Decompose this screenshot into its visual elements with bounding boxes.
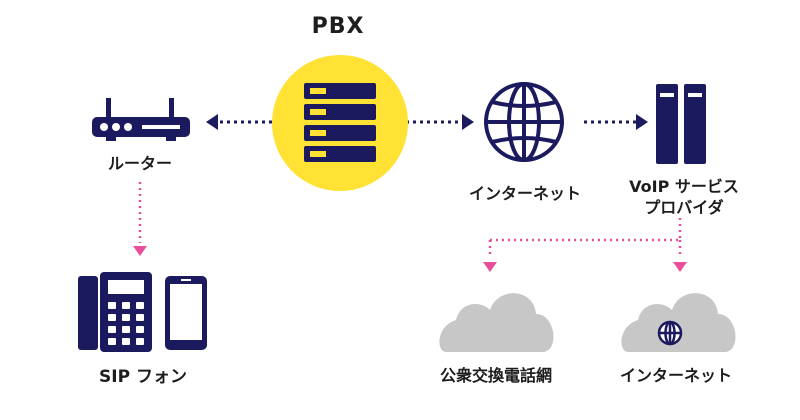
desk-phone-icon bbox=[78, 272, 152, 352]
edge-router-sipphone bbox=[133, 182, 147, 256]
smartphone-icon bbox=[165, 276, 207, 350]
edge-pbx-internet bbox=[406, 114, 474, 130]
sip-phone-label: SIP フォン bbox=[99, 367, 187, 387]
voip-provider-label: VoIP サービス プロバイダ bbox=[629, 176, 739, 218]
cloud-icon bbox=[439, 293, 554, 352]
edge-voip-branches bbox=[483, 218, 687, 272]
server-stack-icon bbox=[272, 55, 408, 191]
edge-internet-voip bbox=[584, 114, 648, 130]
voip-label-line1: VoIP サービス bbox=[629, 177, 739, 196]
server-rack-icon bbox=[656, 84, 706, 164]
pbx-title: PBX bbox=[311, 14, 365, 39]
pstn-label: 公衆交換電話網 bbox=[439, 366, 553, 385]
globe-icon bbox=[657, 320, 683, 346]
cloud-icon bbox=[621, 293, 736, 352]
internet-cloud-label: インターネット bbox=[619, 366, 733, 385]
router-label: ルーター bbox=[107, 154, 173, 173]
globe-icon bbox=[484, 82, 564, 162]
voip-label-line2: プロバイダ bbox=[644, 198, 724, 217]
edge-pbx-router bbox=[206, 114, 272, 130]
router-icon bbox=[92, 98, 190, 141]
internet-label: インターネット bbox=[468, 184, 582, 203]
